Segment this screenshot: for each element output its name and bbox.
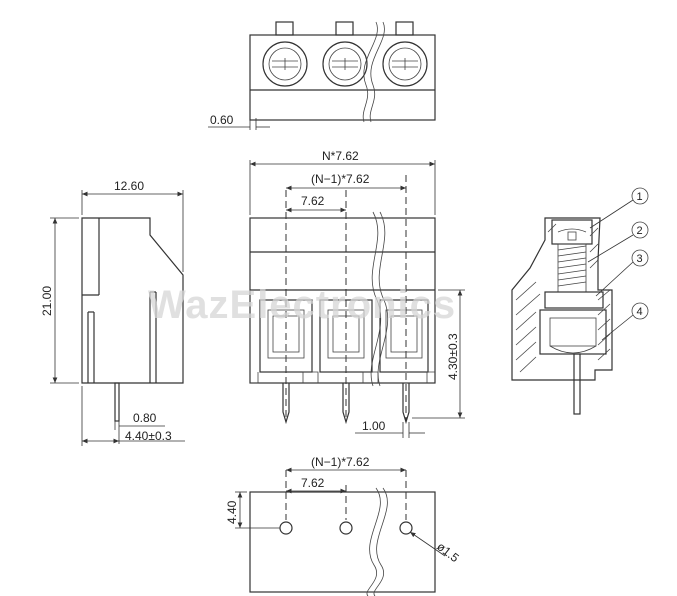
- dim-n762: N*7.62: [322, 149, 359, 163]
- side-view: 12.60 21.00 0.80 4.40±0.3: [40, 179, 185, 446]
- dim-1260: 12.60: [114, 179, 144, 193]
- bottom-hole-3: [399, 521, 413, 535]
- top-screw-2: [322, 41, 368, 87]
- bottom-hole-2: [339, 521, 353, 535]
- hole-diameter: ø1.5: [434, 539, 462, 565]
- bottom-hole-1: [279, 521, 293, 535]
- callout-3: 3: [637, 253, 643, 265]
- callout-2: 2: [637, 225, 643, 237]
- section-view: 1 2 3 4: [511, 187, 649, 415]
- dim-080: 0.80: [133, 411, 157, 425]
- dim-762: 7.62: [301, 194, 325, 208]
- front-view: N*7.62 (N−1)*7.62 7.62 4.30±0.3 1.00: [249, 149, 465, 438]
- dim-060: 0.60: [210, 113, 234, 127]
- dim-n1-762: (N−1)*7.62: [311, 172, 370, 186]
- dim-100: 1.00: [362, 419, 386, 433]
- callout-1: 1: [637, 191, 643, 203]
- dim-2100: 21.00: [40, 286, 54, 316]
- watermark-text: WazElectronics: [148, 283, 456, 327]
- bottom-dim-762: 7.62: [301, 476, 325, 490]
- top-view: 0.60: [208, 21, 436, 130]
- bottom-dim-440: 4.40: [225, 500, 239, 524]
- dim-430-tol: 4.30±0.3: [446, 333, 460, 380]
- top-screw-3: [382, 41, 428, 87]
- screw-thread: [557, 243, 587, 293]
- bottom-dim-n1-762: (N−1)*7.62: [311, 455, 370, 469]
- top-screw-1: [262, 41, 308, 87]
- dim-440-tol: 4.40±0.3: [125, 429, 172, 443]
- callout-4: 4: [637, 306, 643, 318]
- bottom-view: (N−1)*7.62 7.62 4.40 ø1.5: [225, 455, 462, 596]
